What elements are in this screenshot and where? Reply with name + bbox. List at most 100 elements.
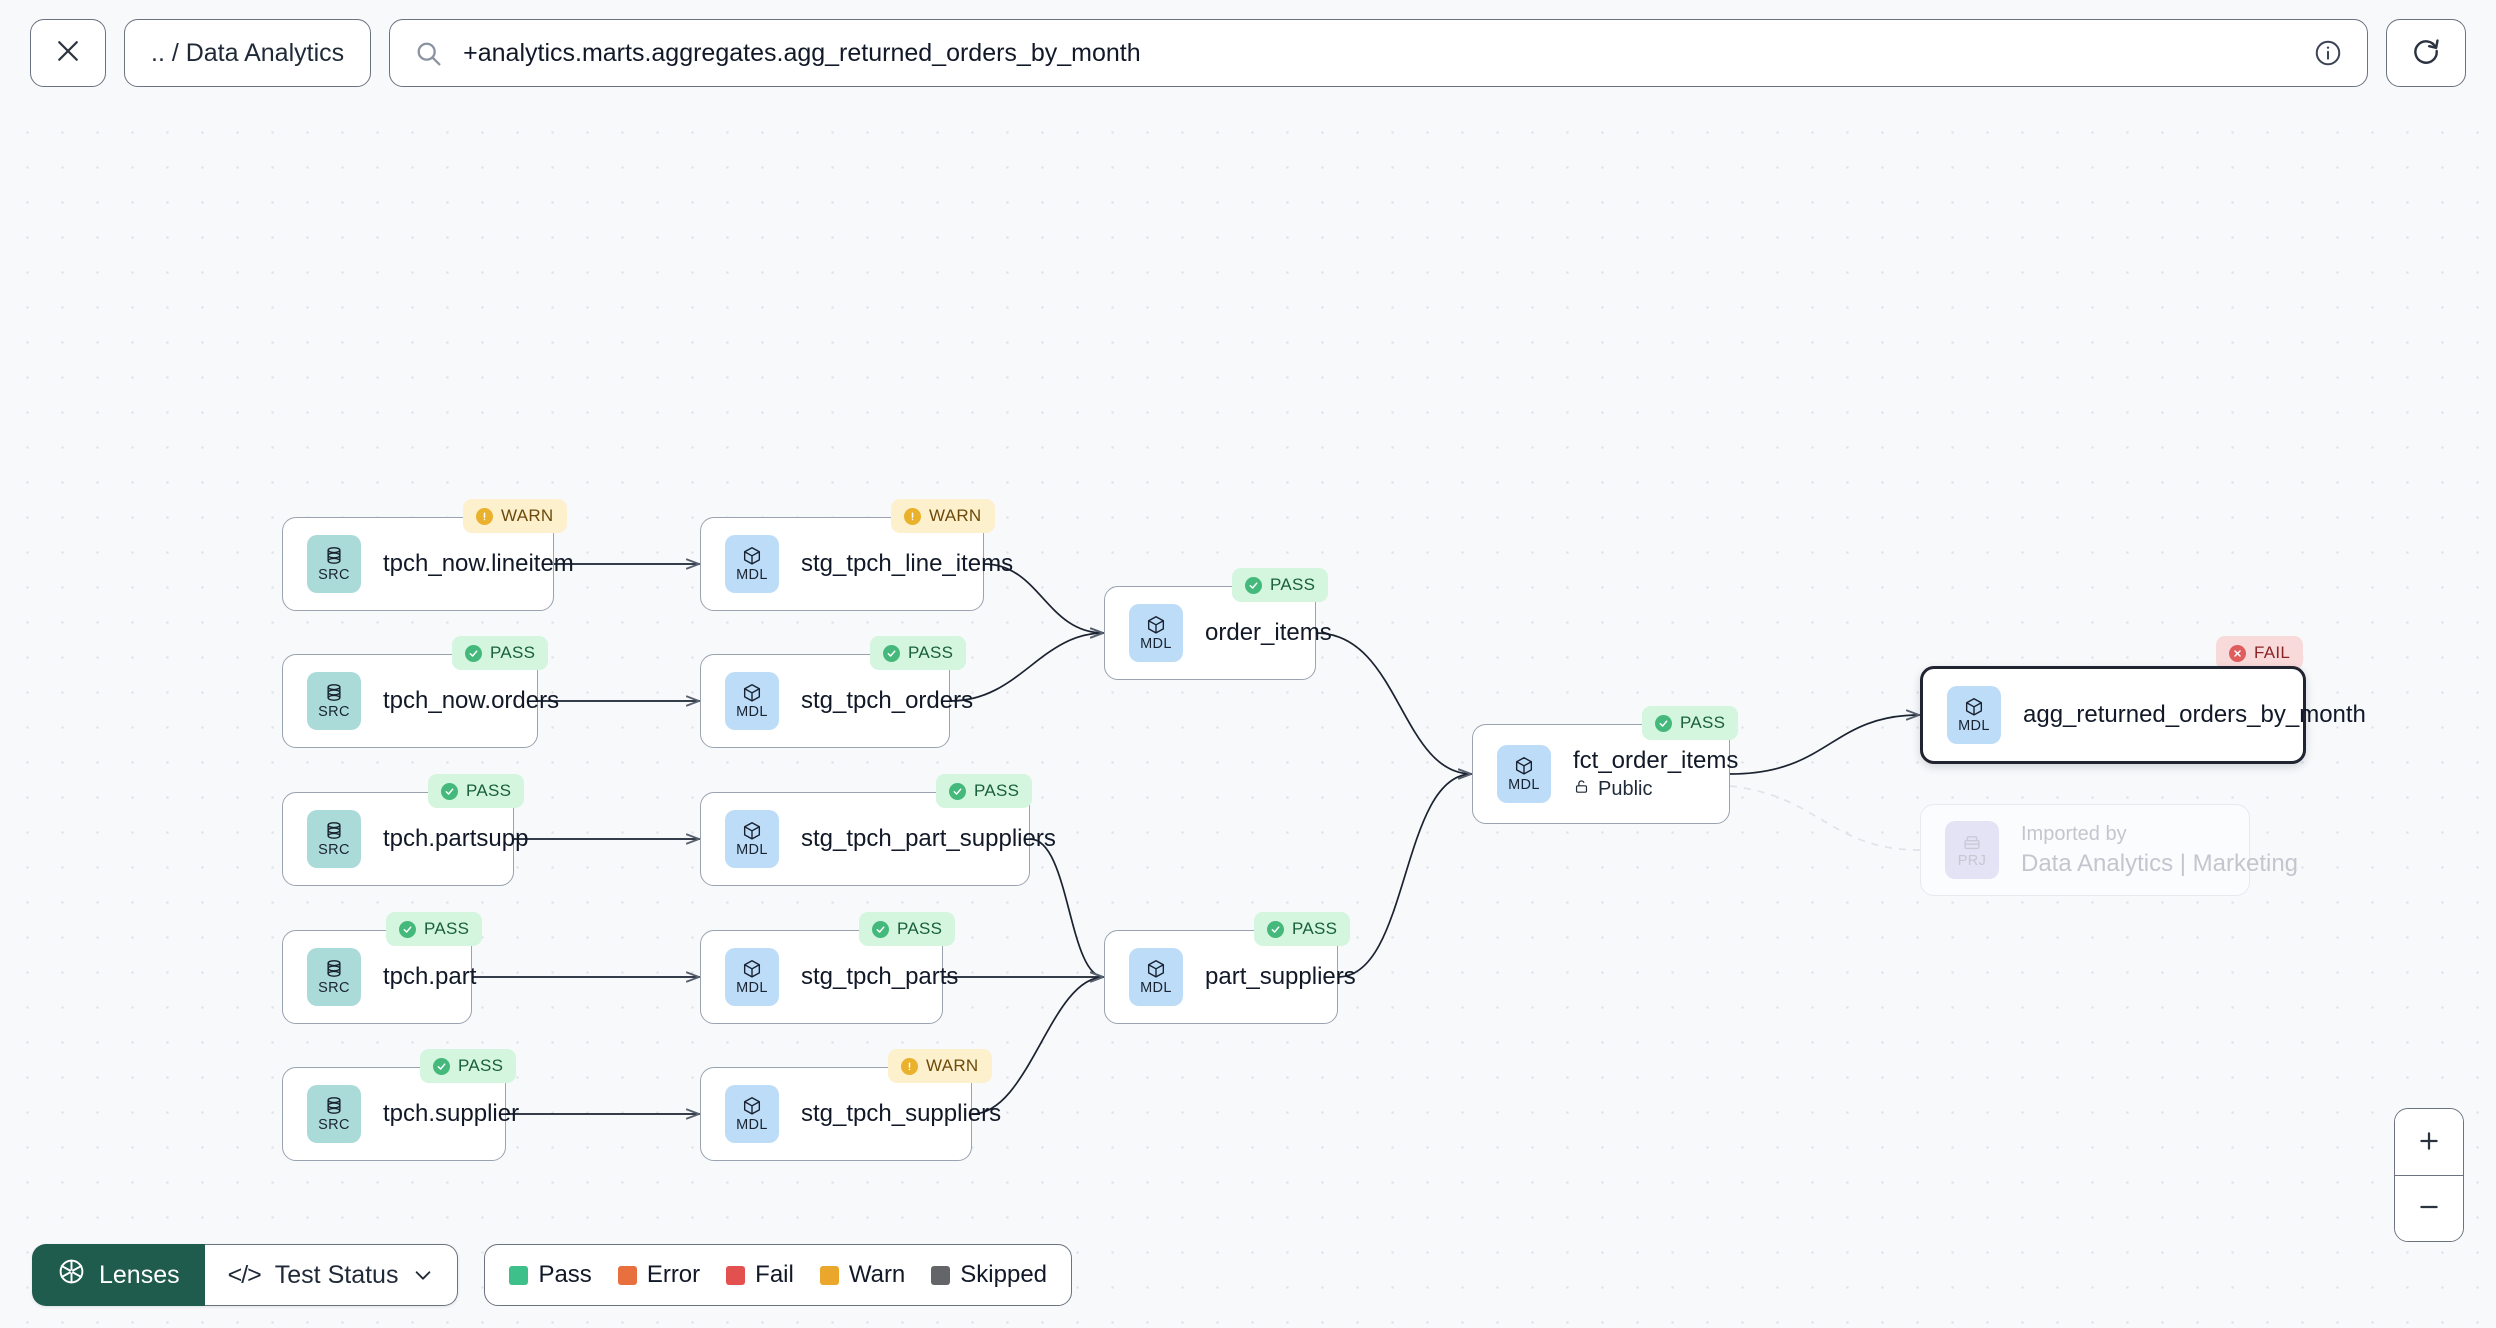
breadcrumb-label: .. / Data Analytics: [151, 38, 345, 67]
graph-node-part_suppliers[interactable]: MDL part_suppliers: [1104, 930, 1356, 1024]
node-subtitle: Public: [1573, 778, 1738, 801]
lenses-group: Lenses </> Test Status: [32, 1244, 459, 1306]
graph-edge-ghost: [1729, 785, 1921, 851]
graph-edge-9: [971, 977, 1105, 1115]
status-icon: [872, 920, 889, 938]
node-title: stg_tpch_line_items: [801, 550, 1014, 578]
node-title: stg_tpch_part_suppliers: [801, 825, 1056, 853]
minus-icon: [2416, 1194, 2442, 1223]
node-text: part_suppliers: [1205, 963, 1356, 991]
node-title: stg_tpch_orders: [801, 687, 974, 715]
status-badge-stg_tpch_suppliers: WARN: [888, 1049, 992, 1083]
legend-label: Fail: [755, 1261, 794, 1288]
search-icon: [414, 39, 443, 68]
graph-edge-6: [949, 633, 1105, 702]
legend-label: Pass: [538, 1261, 592, 1288]
refresh-button[interactable]: [2386, 19, 2466, 87]
graph-edge-5: [983, 563, 1105, 633]
info-circle-icon[interactable]: [2313, 38, 2343, 68]
src-type-icon: SRC: [307, 1085, 361, 1143]
mdl-type-icon: MDL: [1947, 686, 2001, 744]
graph-edge-10: [1315, 632, 1473, 774]
status-label: WARN: [929, 506, 982, 525]
node-text: stg_tpch_part_suppliers: [801, 825, 1056, 853]
node-text: stg_tpch_suppliers: [801, 1100, 1001, 1128]
search-input[interactable]: [463, 38, 2293, 68]
mdl-type-icon: MDL: [725, 810, 779, 868]
node-title: stg_tpch_suppliers: [801, 1100, 1002, 1128]
status-icon: [2229, 644, 2246, 662]
status-badge-tpch_part: PASS: [386, 912, 483, 946]
legend-item-fail: Fail: [726, 1261, 794, 1289]
status-badge-tpch_supplier: PASS: [420, 1049, 517, 1083]
node-text: agg_returned_orders_by_month: [2023, 701, 2366, 729]
node-text: Imported by Data Analytics | Marketing: [2021, 822, 2298, 878]
status-label: PASS: [424, 919, 470, 938]
legend-label: Warn: [848, 1261, 906, 1288]
node-text: tpch.supplier: [383, 1100, 519, 1128]
status-icon: [901, 1057, 918, 1075]
graph-edge-11: [1337, 774, 1473, 978]
status-label: FAIL: [2254, 643, 2291, 662]
search-bar[interactable]: [389, 19, 2368, 87]
status-icon: [1267, 920, 1284, 938]
breadcrumb-button[interactable]: .. / Data Analytics: [124, 19, 372, 87]
node-text: stg_tpch_orders: [801, 687, 973, 715]
status-icon: [399, 920, 416, 938]
status-label: PASS: [974, 781, 1020, 800]
legend-label: Skipped: [960, 1261, 1048, 1288]
graph-node-agg_returned_orders_by_month[interactable]: MDL agg_returned_orders_by_month: [1920, 666, 2366, 764]
legend-swatch: [931, 1265, 951, 1285]
node-pretitle: Imported by: [2021, 823, 2127, 846]
status-badge-stg_tpch_parts: PASS: [859, 912, 956, 946]
status-label: PASS: [466, 781, 512, 800]
node-title: agg_returned_orders_by_month: [2023, 701, 2366, 729]
status-icon: [441, 782, 458, 800]
status-label: PASS: [490, 643, 536, 662]
zoom-controls: [2394, 1108, 2464, 1242]
status-badge-stg_tpch_line_items: WARN: [891, 499, 995, 533]
node-text: fct_order_items Public: [1573, 747, 1738, 802]
mdl-type-icon: MDL: [725, 535, 779, 593]
plus-icon: [2416, 1128, 2442, 1157]
code-icon: </>: [227, 1260, 262, 1289]
legend-swatch: [509, 1265, 529, 1285]
status-icon: [476, 507, 493, 525]
close-button[interactable]: [30, 19, 106, 87]
mdl-type-icon: MDL: [1129, 604, 1183, 662]
node-title: order_items: [1205, 619, 1332, 647]
node-title: Data Analytics | Marketing: [2021, 850, 2299, 878]
mdl-type-icon: MDL: [1129, 948, 1183, 1006]
lenses-label: Lenses: [99, 1260, 180, 1289]
status-label: PASS: [458, 1056, 504, 1075]
legend-item-warn: Warn: [819, 1261, 906, 1289]
unlock-icon: [1573, 778, 1590, 801]
status-badge-tpch_now_orders: PASS: [452, 636, 549, 670]
zoom-in-button[interactable]: [2395, 1109, 2463, 1175]
node-title: tpch_now.orders: [383, 687, 560, 715]
node-text: tpch.partsupp: [383, 825, 528, 853]
node-title: tpch.supplier: [383, 1100, 520, 1128]
src-type-icon: SRC: [307, 672, 361, 730]
graph-node-tpch_now_orders[interactable]: SRC tpch_now.orders: [282, 654, 559, 748]
edge-layer: [472, 106, 1921, 1328]
node-title: tpch_now.lineitem: [383, 550, 574, 578]
status-label: PASS: [1270, 575, 1316, 594]
node-text: stg_tpch_line_items: [801, 550, 1013, 578]
status-icon: [904, 507, 921, 525]
lenses-button[interactable]: Lenses: [32, 1244, 205, 1306]
status-label: PASS: [897, 919, 943, 938]
zoom-out-button[interactable]: [2395, 1175, 2463, 1241]
aperture-icon: [57, 1257, 86, 1293]
test-status-dropdown[interactable]: </> Test Status: [204, 1244, 459, 1306]
legend-item-pass: Pass: [509, 1261, 592, 1289]
status-badge-tpch_partsupp: PASS: [428, 774, 525, 808]
legend-swatch: [819, 1265, 839, 1285]
mdl-type-icon: MDL: [725, 1085, 779, 1143]
status-icon: [883, 644, 900, 662]
legend-item-skipped: Skipped: [931, 1261, 1047, 1289]
